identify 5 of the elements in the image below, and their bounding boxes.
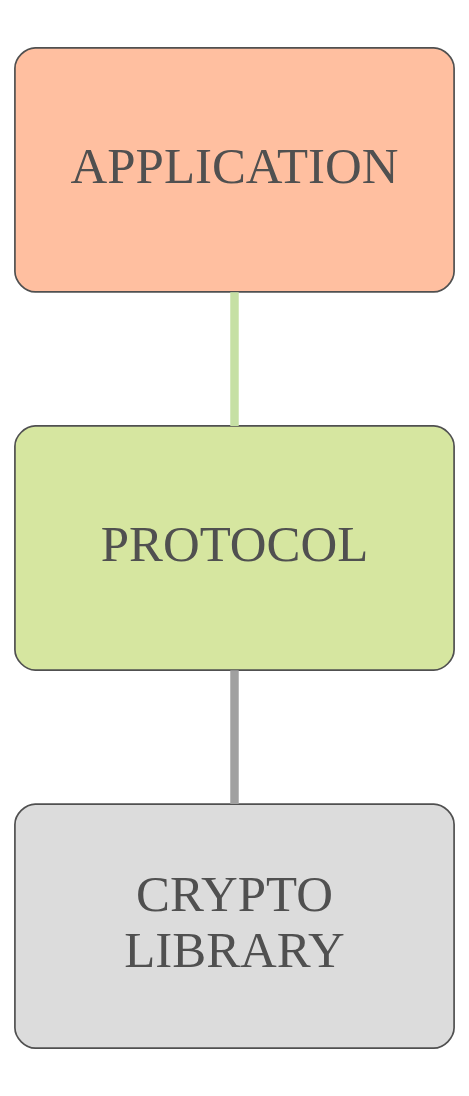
connector	[230, 292, 239, 426]
node-box: CRYPTO LIBRARY	[14, 803, 455, 1050]
node-box: APPLICATION	[14, 46, 455, 293]
node-box: PROTOCOL	[14, 425, 455, 671]
connector	[230, 670, 239, 805]
